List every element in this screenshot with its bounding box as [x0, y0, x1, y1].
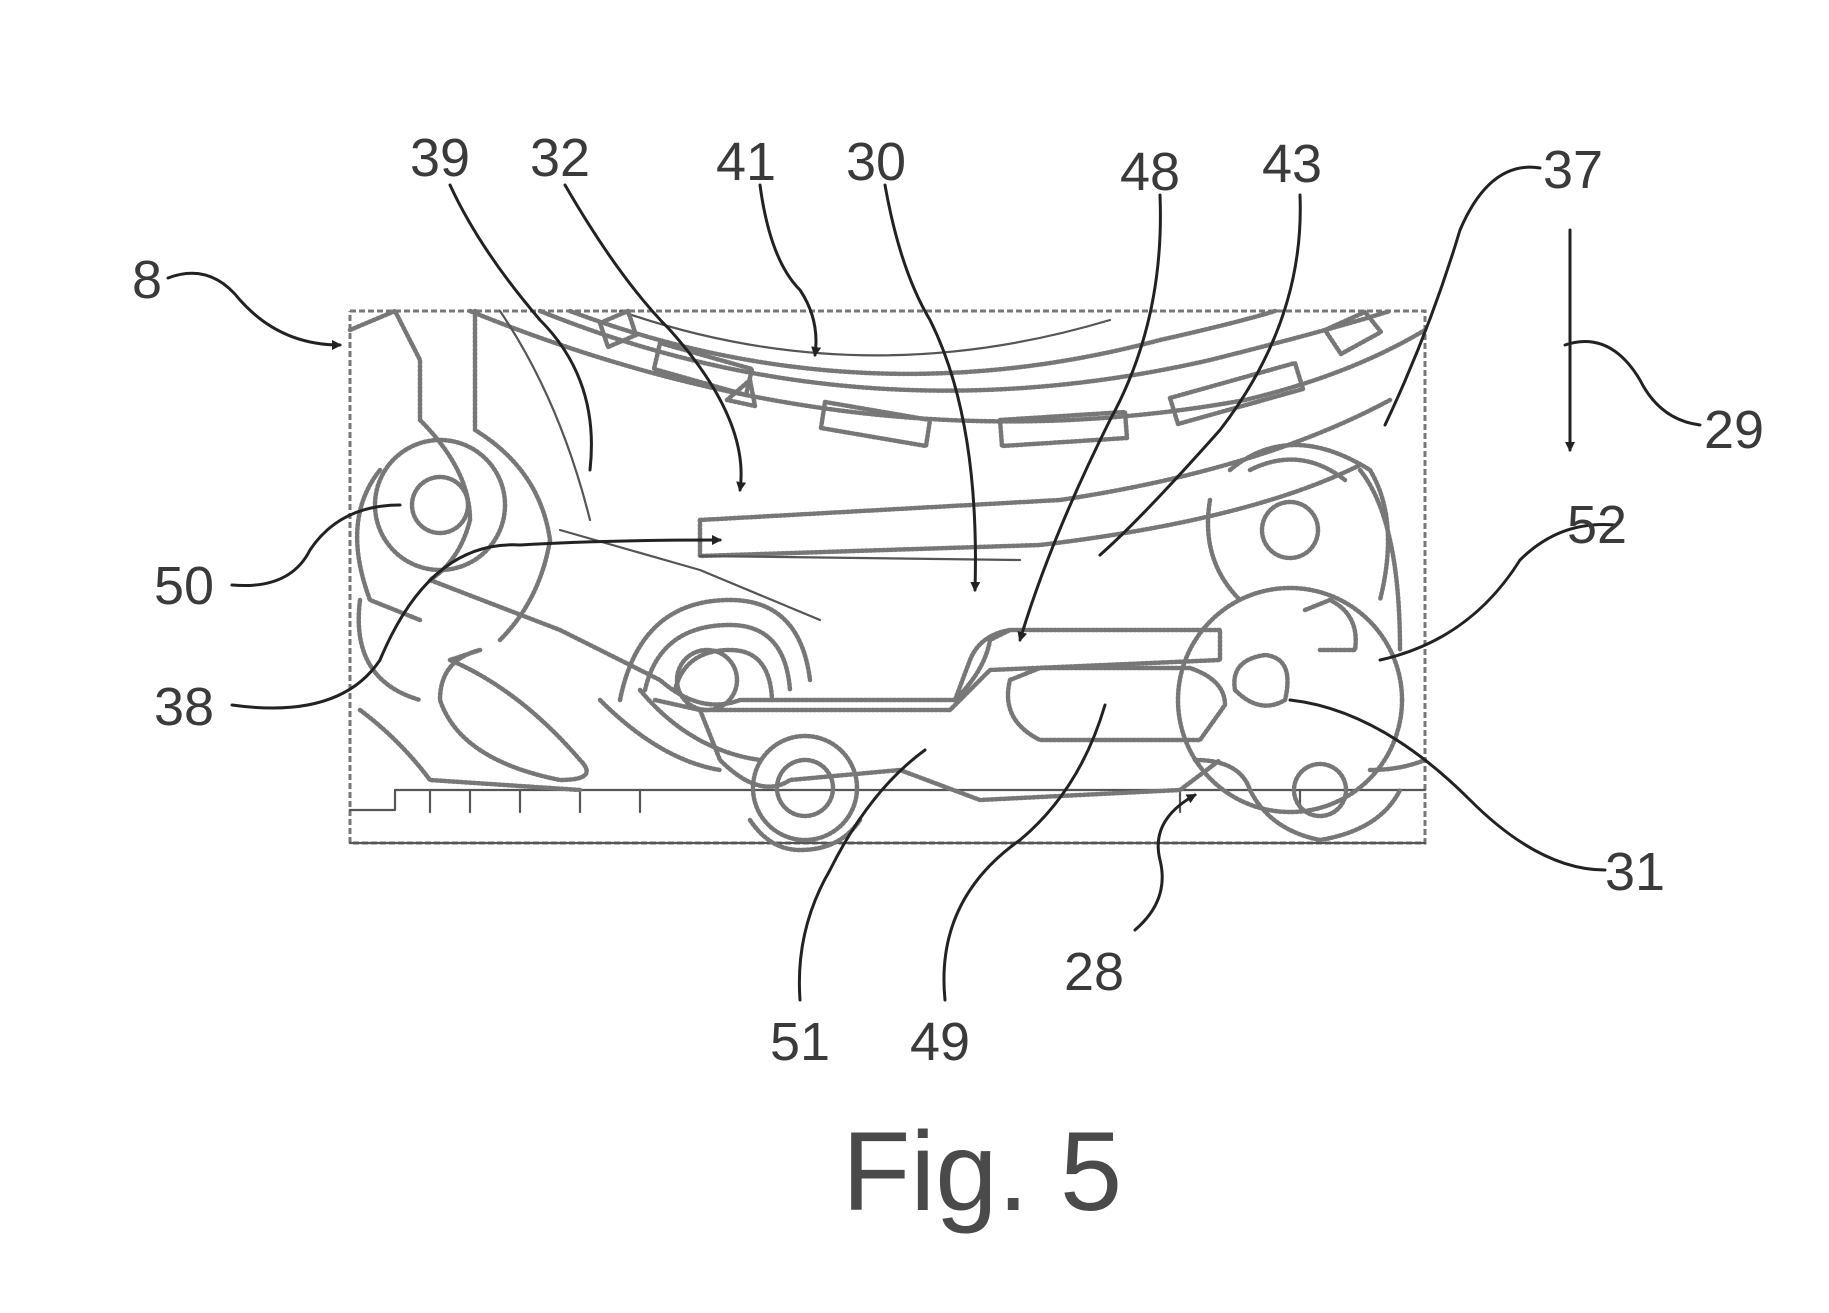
ref-43: 43 [1262, 134, 1322, 194]
leader-49 [942, 703, 1107, 1002]
ref-52: 52 [1567, 495, 1627, 555]
ref-49: 49 [910, 1012, 970, 1072]
leader-51 [797, 748, 927, 1002]
slider-plate [652, 627, 1228, 853]
ref-41: 41 [716, 132, 776, 192]
ref-50: 50 [154, 556, 214, 616]
ref-28: 28 [1064, 942, 1124, 1002]
ref-32: 32 [530, 128, 590, 188]
ref-48: 48 [1120, 142, 1180, 202]
mechanism-drawing [347, 308, 1428, 853]
ring-slot [651, 340, 755, 398]
detail-circle [1175, 585, 1428, 843]
ref-51: 51 [770, 1012, 830, 1072]
leader-29 [1563, 340, 1702, 427]
arc-band [467, 308, 1428, 449]
leader-43 [1098, 193, 1302, 557]
ref-38: 38 [154, 677, 214, 737]
lower-linkage [357, 597, 813, 793]
ring-slot [1322, 309, 1384, 357]
ring-slot [1167, 360, 1306, 427]
pivot-right [1205, 442, 1391, 603]
ring-slot [597, 308, 639, 350]
leader-28 [1133, 793, 1197, 932]
ref-29: 29 [1704, 400, 1764, 460]
leader-37 [1383, 165, 1542, 427]
reference-numerals: 8 39 32 41 30 48 43 37 29 52 50 38 31 28… [132, 128, 1764, 1072]
ref-8: 8 [132, 250, 162, 310]
pivot-50 [354, 437, 508, 703]
leader-41 [758, 183, 822, 357]
leader-8 [166, 271, 342, 350]
leader-52 [1378, 522, 1617, 662]
ring-slot [724, 377, 758, 409]
leader-31 [1288, 698, 1607, 872]
ref-37: 37 [1543, 140, 1603, 200]
base-rail [348, 788, 1427, 812]
leader-32 [563, 183, 747, 492]
ref-31: 31 [1605, 842, 1665, 902]
leader-30 [883, 183, 981, 592]
ref-30: 30 [846, 132, 906, 192]
leader-39 [448, 183, 593, 472]
curved-guide [697, 397, 1393, 562]
right-guide [1357, 467, 1403, 653]
leader-lines [166, 165, 1702, 1002]
ring-slot [997, 409, 1130, 449]
leader-38 [230, 535, 722, 710]
base-bricks [428, 788, 1302, 814]
leader-48 [1017, 193, 1162, 642]
leader-50 [230, 503, 402, 588]
ring-slot [818, 399, 933, 449]
figure-caption: Fig. 5 [842, 1109, 1122, 1234]
ref-39: 39 [410, 128, 470, 188]
